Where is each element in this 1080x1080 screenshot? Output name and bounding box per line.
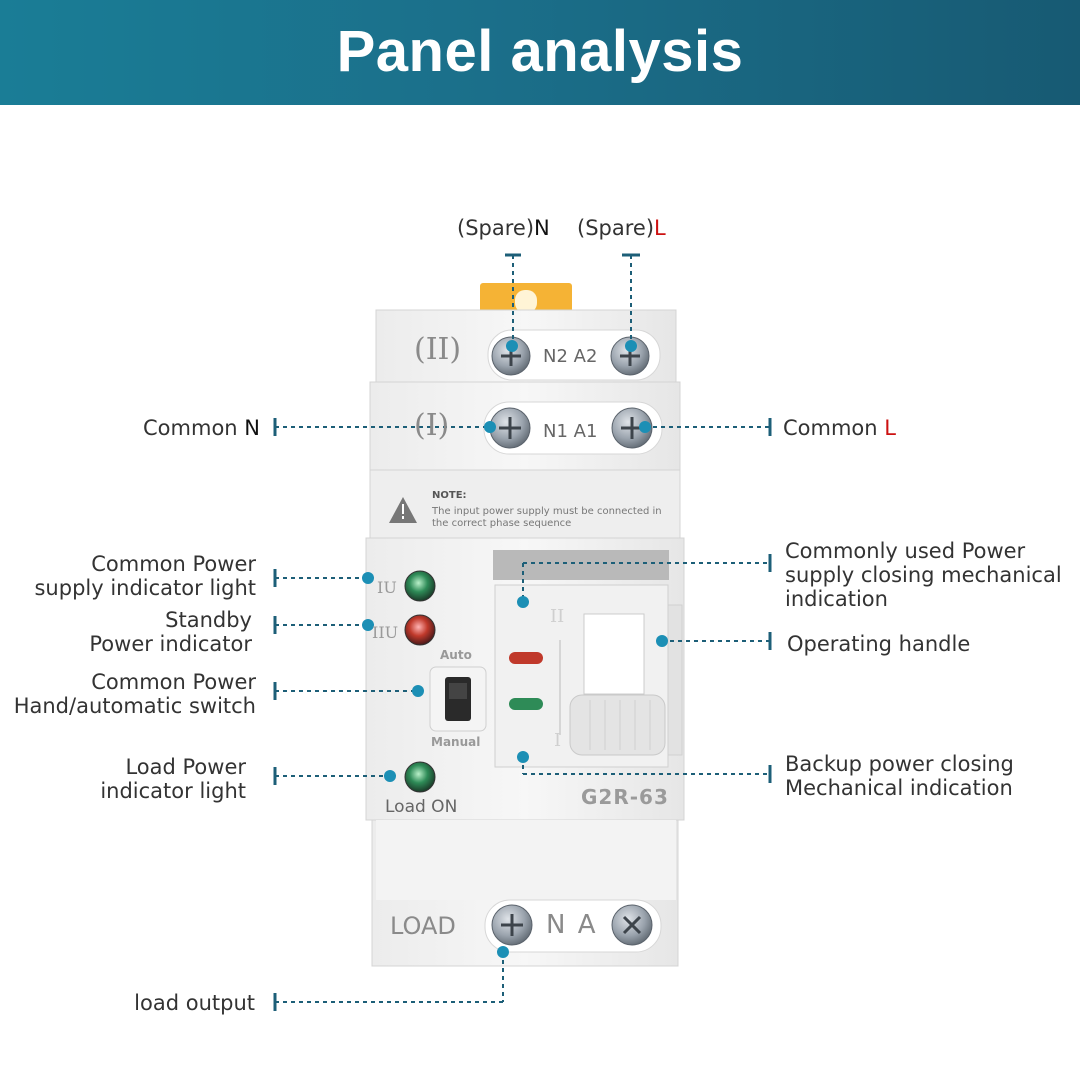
indicator-1-label: IU xyxy=(377,578,397,597)
load-na-label: N A xyxy=(546,910,598,940)
window-mark-bottom: I xyxy=(554,730,562,751)
common-power-indicator-label: Common Power supply indicator light xyxy=(34,552,256,600)
screw-load-n xyxy=(491,904,533,946)
switch-manual-label: Manual xyxy=(431,735,481,749)
callout-dots xyxy=(362,340,668,958)
terminal-mid-label: N1 A1 xyxy=(543,421,598,442)
standby-power-led xyxy=(404,614,436,646)
page-title: Panel analysis xyxy=(336,19,744,84)
common-n-label: Common N xyxy=(143,416,260,440)
load-on-label: Load ON xyxy=(385,797,458,817)
top-clip xyxy=(480,283,572,313)
spare-n-label: (Spare)N xyxy=(457,216,550,240)
load-on-led xyxy=(404,761,436,793)
backup-closing-label: Backup power closing Mechanical indicati… xyxy=(785,752,1014,800)
terminal-top-label: N2 A2 xyxy=(543,346,598,367)
screw-load-a xyxy=(611,904,653,946)
screw-n2 xyxy=(491,336,531,376)
header-banner: Panel analysis xyxy=(0,0,1080,105)
load-output-label: load output xyxy=(134,991,255,1015)
common-power-led xyxy=(404,570,436,602)
standby-power-indicator-label: Standby Power indicator xyxy=(89,608,252,656)
note-line-1: The input power supply must be connected… xyxy=(432,506,662,517)
terminal-block-bottom xyxy=(371,819,679,967)
screw-n1 xyxy=(489,407,531,449)
load-terminal-label: LOAD xyxy=(390,912,456,940)
screw-a1 xyxy=(611,407,653,449)
operating-handle-label: Operating handle xyxy=(787,632,971,656)
note-panel xyxy=(369,469,681,541)
load-power-indicator-label: Load Power indicator light xyxy=(100,755,246,803)
callout-lines xyxy=(273,253,772,1011)
spare-l-label: (Spare)L xyxy=(577,216,666,240)
note-line-2: the correct phase sequence xyxy=(432,518,572,529)
model-label: G2R-63 xyxy=(581,785,669,809)
hand-auto-switch-label: Common Power Hand/automatic switch xyxy=(13,670,256,718)
auto-manual-switch xyxy=(429,666,487,732)
switch-auto-label: Auto xyxy=(440,648,472,662)
note-title: NOTE: xyxy=(432,490,467,501)
window-mark-top: II xyxy=(550,606,565,627)
closing-indication-label: Commonly used Power supply closing mecha… xyxy=(785,539,1062,611)
window-green-indicator xyxy=(509,698,543,710)
indicator-2-label: IIU xyxy=(372,623,399,642)
terminal-top-roman: (II) xyxy=(414,332,462,367)
common-l-label: Common L xyxy=(783,416,896,440)
window-red-indicator xyxy=(509,652,543,664)
terminal-mid-roman: (I) xyxy=(414,408,450,443)
